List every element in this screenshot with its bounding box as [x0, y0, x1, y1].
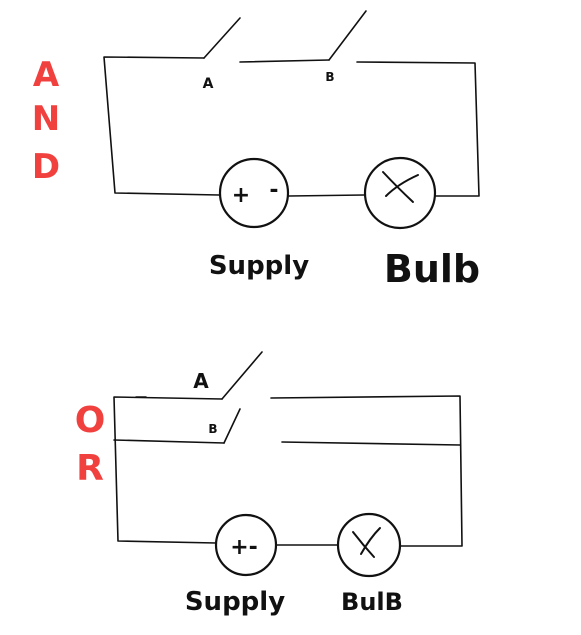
or-bulb-label: BulB	[341, 588, 403, 616]
or-switch-b	[223, 408, 241, 444]
and-bulb-circle	[363, 156, 437, 230]
and-wire-left	[103, 56, 220, 196]
and-gate-letter-2: N	[32, 99, 60, 139]
bulb-cross-icon	[352, 527, 381, 558]
or-wire-branch-b	[113, 439, 225, 444]
and-circuit: A N D A B + - Supply Bulb	[32, 10, 480, 291]
and-supply-label: Supply	[209, 251, 309, 281]
and-wire-bottom-mid	[288, 194, 365, 197]
and-gate-letter-3: D	[32, 147, 60, 187]
or-switch-a	[221, 351, 263, 400]
and-supply-minus: -	[269, 178, 278, 203]
bulb-cross-icon	[382, 171, 419, 203]
or-wire-top-right	[270, 395, 463, 547]
and-switch-b-label: B	[325, 70, 334, 84]
or-gate-letter-2: R	[76, 448, 104, 489]
or-wire-left	[113, 396, 223, 544]
or-supply-symbol: +-	[230, 535, 258, 560]
and-wire-middle-top	[239, 59, 330, 63]
or-wire-branch-b-right	[281, 441, 461, 446]
and-switch-a-label: A	[203, 76, 214, 92]
and-supply-plus: +	[232, 183, 250, 208]
or-supply-label: Supply	[185, 587, 285, 617]
or-bulb-circle	[336, 512, 402, 578]
or-gate-letter-1: O	[75, 400, 106, 441]
or-switch-b-label: B	[208, 422, 217, 436]
or-switch-a-label: A	[193, 369, 209, 393]
or-circuit: O R A B +- Supply BulB	[75, 351, 463, 617]
and-bulb-label: Bulb	[384, 247, 480, 291]
and-switch-b	[328, 10, 367, 61]
and-wire-right	[356, 61, 480, 197]
or-supply-circle	[214, 513, 278, 577]
and-gate-letter-1: A	[33, 55, 60, 95]
and-switch-a	[203, 17, 241, 59]
and-supply-circle	[218, 157, 290, 229]
